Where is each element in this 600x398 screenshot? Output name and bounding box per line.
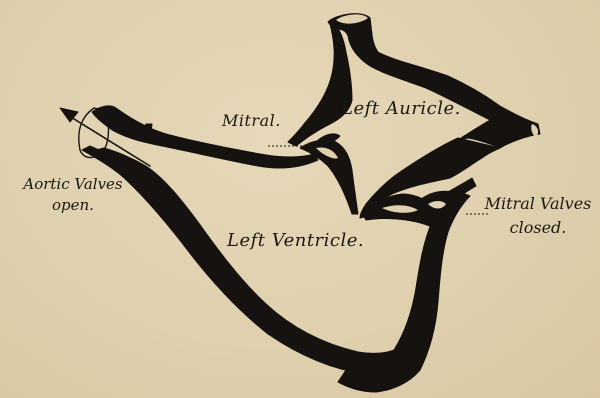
auricle-left-wall bbox=[288, 24, 352, 146]
left-ventricle-label: Left Ventricle. bbox=[227, 232, 364, 250]
left-auricle-label: Left Auricle. bbox=[341, 100, 461, 118]
mitral-valves-label-line2: closed. bbox=[474, 220, 600, 236]
aortic-valves-label: Aortic Valves open. bbox=[15, 177, 131, 219]
aortic-valves-label-line2: open. bbox=[15, 198, 131, 213]
ventricle-right-wall bbox=[338, 192, 470, 392]
mitral-valves-label-line1: Mitral Valves bbox=[474, 196, 600, 212]
mitral-valves-closed-label: Mitral Valves closed. bbox=[474, 196, 600, 244]
aortic-valves-label-line1: Aortic Valves bbox=[15, 177, 131, 192]
mitral-label: Mitral. bbox=[222, 113, 281, 129]
